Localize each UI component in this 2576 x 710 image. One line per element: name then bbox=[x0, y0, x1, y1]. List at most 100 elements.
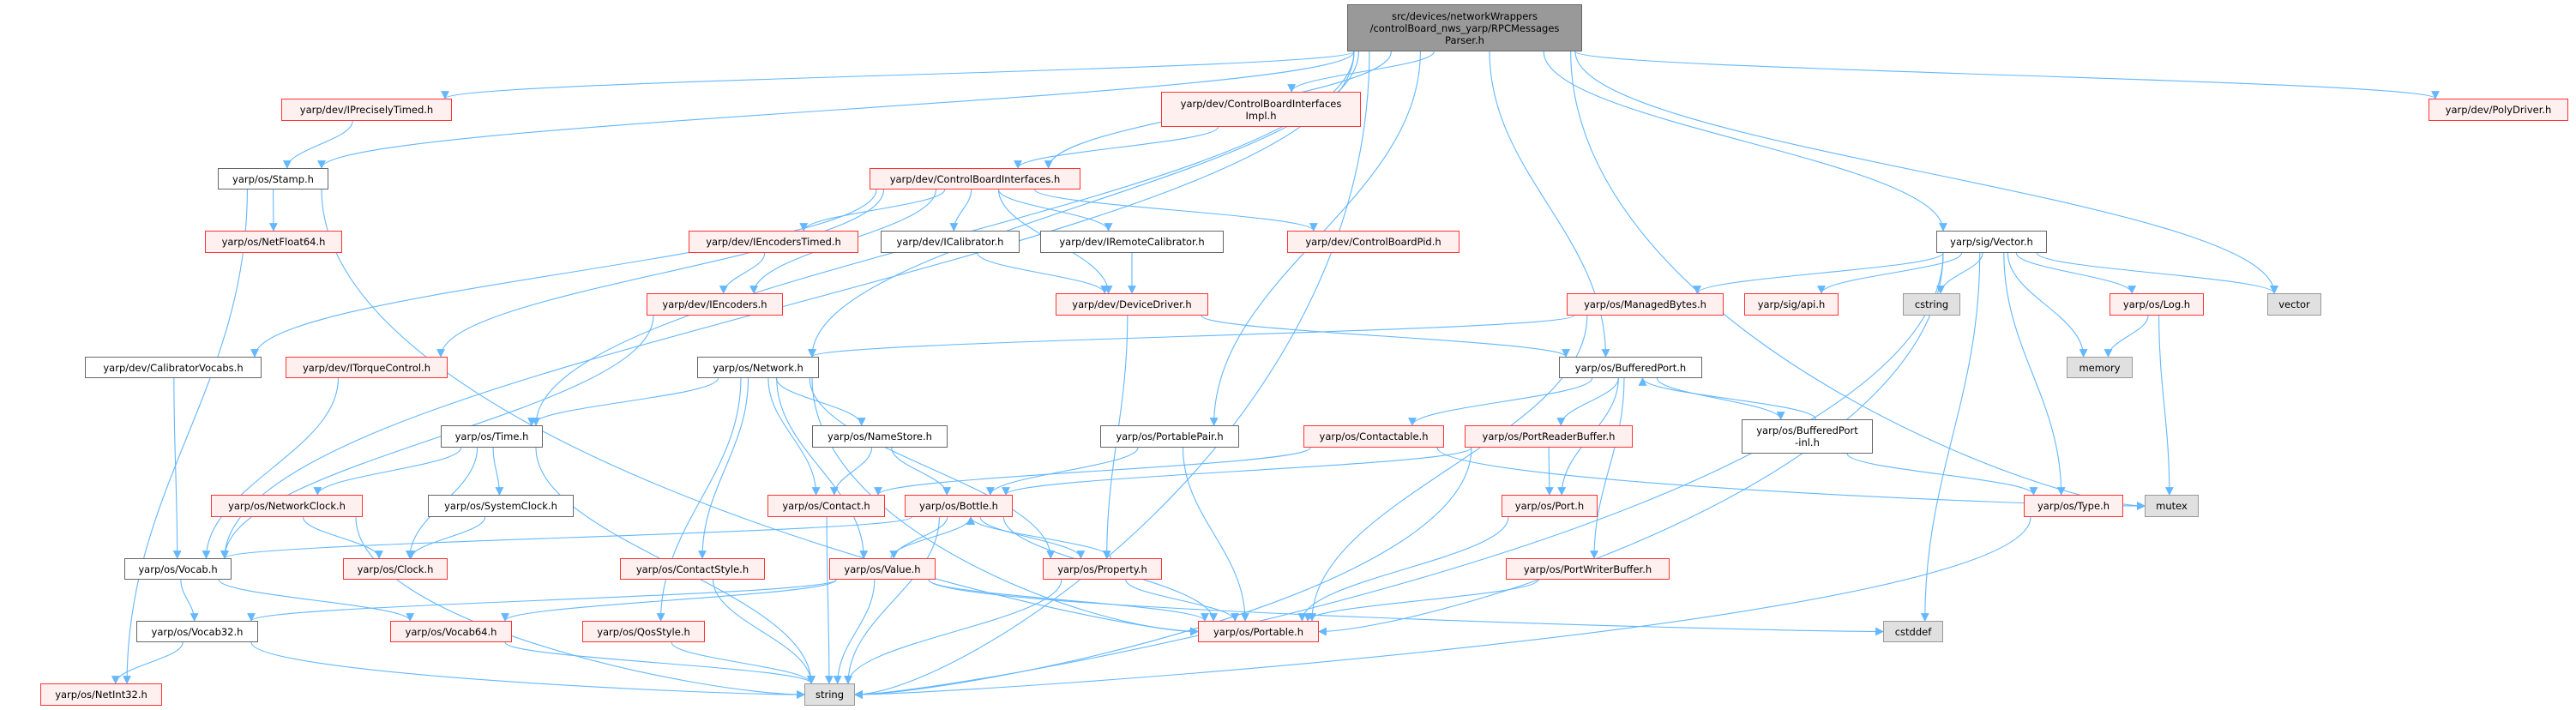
node-system-clock[interactable]: yarp/os/SystemClock.h bbox=[428, 495, 574, 517]
node-label: yarp/os/Property.h bbox=[1057, 563, 1147, 575]
node-vocab64[interactable]: yarp/os/Vocab64.h bbox=[390, 621, 512, 642]
node-stamp[interactable]: yarp/os/Stamp.h bbox=[218, 168, 328, 190]
node-portable[interactable]: yarp/os/Portable.h bbox=[1198, 621, 1319, 642]
node-poly-driver[interactable]: yarp/dev/PolyDriver.h bbox=[2429, 99, 2568, 121]
edge-contact-style-to-string bbox=[712, 579, 816, 684]
node-itorque-control[interactable]: yarp/dev/ITorqueControl.h bbox=[286, 357, 448, 378]
edge-cbi-to-calibrator-vocabs bbox=[250, 189, 877, 358]
edge-iprecisely-timed-to-stamp bbox=[282, 120, 353, 169]
node-mutex[interactable]: mutex bbox=[2145, 495, 2199, 517]
edge-contact-to-string bbox=[824, 516, 834, 684]
edge-vector-to-portable bbox=[1318, 252, 1944, 636]
node-label: cstddef bbox=[1894, 625, 1932, 638]
node-label: yarp/os/Value.h bbox=[844, 563, 921, 575]
edge-vector-to-memory bbox=[2007, 252, 2088, 358]
node-label: yarp/os/ContactStyle.h bbox=[635, 563, 749, 575]
node-vocab32[interactable]: yarp/os/Vocab32.h bbox=[136, 621, 258, 642]
node-bottle[interactable]: yarp/os/Bottle.h bbox=[905, 495, 1013, 517]
edge-network-to-property bbox=[809, 377, 1056, 559]
node-label: yarp/os/BufferedPort -inl.h bbox=[1756, 424, 1858, 448]
edge-main-to-mutex bbox=[1570, 51, 2146, 510]
node-icalibrator[interactable]: yarp/dev/ICalibrator.h bbox=[881, 231, 1020, 253]
node-clock[interactable]: yarp/os/Clock.h bbox=[343, 558, 448, 580]
node-iencoders[interactable]: yarp/dev/IEncoders.h bbox=[647, 293, 783, 316]
edge-main-to-vector bbox=[1574, 51, 2278, 294]
node-memory[interactable]: memory bbox=[2067, 357, 2133, 378]
node-iprecisely-timed[interactable]: yarp/dev/IPreciselyTimed.h bbox=[281, 99, 452, 121]
edge-property-to-portable bbox=[1125, 579, 1240, 622]
node-label: yarp/os/ManagedBytes.h bbox=[1584, 298, 1706, 310]
edge-main-to-cbiimpl bbox=[1287, 51, 1435, 93]
node-label: yarp/os/Vocab.h bbox=[138, 563, 218, 575]
edge-device-driver-to-buffered-port bbox=[1201, 315, 1570, 358]
edge-port-reader-buffer-to-string bbox=[854, 447, 1472, 699]
node-time[interactable]: yarp/os/Time.h bbox=[441, 425, 543, 448]
node-label: yarp/os/Type.h bbox=[2037, 500, 2110, 512]
edge-buffered-port-to-contactable bbox=[1408, 377, 1593, 426]
node-portable-pair[interactable]: yarp/os/PortablePair.h bbox=[1100, 425, 1239, 448]
node-contactable[interactable]: yarp/os/Contactable.h bbox=[1303, 425, 1444, 448]
edge-port-writer-buffer-to-portable bbox=[1303, 579, 1539, 622]
edge-time-to-network-clock bbox=[313, 447, 462, 496]
node-log[interactable]: yarp/os/Log.h bbox=[2110, 293, 2204, 316]
node-contact-style[interactable]: yarp/os/ContactStyle.h bbox=[620, 558, 765, 580]
node-managed-bytes[interactable]: yarp/os/ManagedBytes.h bbox=[1567, 293, 1724, 316]
node-calibrator-vocabs[interactable]: yarp/dev/CalibratorVocabs.h bbox=[85, 357, 262, 378]
node-buffered-port[interactable]: yarp/os/BufferedPort.h bbox=[1559, 357, 1702, 378]
node-iremote-calibrator[interactable]: yarp/dev/IRemoteCalibrator.h bbox=[1040, 231, 1224, 253]
node-vector[interactable]: yarp/sig/Vector.h bbox=[1936, 231, 2047, 253]
node-contact[interactable]: yarp/os/Contact.h bbox=[767, 495, 885, 517]
node-network[interactable]: yarp/os/Network.h bbox=[697, 357, 819, 378]
edge-network-to-value bbox=[776, 377, 869, 559]
edge-contactable-to-contact bbox=[874, 447, 1311, 496]
node-port-writer-buffer[interactable]: yarp/os/PortWriterBuffer.h bbox=[1506, 558, 1670, 580]
node-main[interactable]: src/devices/networkWrappers /controlBoar… bbox=[1347, 4, 1582, 51]
node-vocab[interactable]: yarp/os/Vocab.h bbox=[124, 558, 232, 580]
edge-main-to-stamp bbox=[317, 51, 1355, 169]
edge-vocab-to-vocab32 bbox=[180, 579, 199, 622]
node-control-board-pid[interactable]: yarp/dev/ControlBoardPid.h bbox=[1287, 231, 1460, 253]
node-sigapi[interactable]: yarp/sig/api.h bbox=[1744, 293, 1839, 316]
edge-log-to-mutex bbox=[2158, 315, 2174, 496]
node-cbiimpl[interactable]: yarp/dev/ControlBoardInterfaces Impl.h bbox=[1161, 92, 1361, 127]
node-vector[interactable]: vector bbox=[2267, 293, 2321, 316]
node-device-driver[interactable]: yarp/dev/DeviceDriver.h bbox=[1056, 293, 1208, 316]
node-port[interactable]: yarp/os/Port.h bbox=[1502, 495, 1598, 517]
node-string[interactable]: string bbox=[804, 683, 855, 706]
edge-port-reader-buffer-to-bottle bbox=[1002, 447, 1472, 496]
node-buffered-port-inl[interactable]: yarp/os/BufferedPort -inl.h bbox=[1742, 419, 1873, 454]
node-label: yarp/os/NameStore.h bbox=[828, 430, 932, 442]
node-cbi[interactable]: yarp/dev/ControlBoardInterfaces.h bbox=[870, 168, 1080, 190]
node-qos-style[interactable]: yarp/os/QosStyle.h bbox=[582, 621, 705, 642]
edge-value-to-cstddef bbox=[928, 579, 1884, 636]
node-label: yarp/os/Portable.h bbox=[1213, 625, 1304, 638]
edge-stamp-to-net-int32 bbox=[123, 189, 248, 684]
node-label: yarp/dev/DeviceDriver.h bbox=[1072, 298, 1192, 310]
node-label: string bbox=[815, 689, 844, 701]
edge-property-to-bottle bbox=[966, 516, 1112, 559]
edge-bottle-to-property bbox=[979, 516, 1086, 559]
node-port-reader-buffer[interactable]: yarp/os/PortReaderBuffer.h bbox=[1465, 425, 1633, 448]
node-name-store[interactable]: yarp/os/NameStore.h bbox=[812, 425, 948, 448]
node-label: yarp/os/Network.h bbox=[713, 361, 803, 374]
node-property[interactable]: yarp/os/Property.h bbox=[1043, 558, 1162, 580]
edge-cbi-to-icalibrator bbox=[949, 189, 972, 232]
node-cstring[interactable]: cstring bbox=[1903, 293, 1960, 316]
edge-vector-to-type bbox=[2003, 252, 2066, 496]
node-net-float64[interactable]: yarp/os/NetFloat64.h bbox=[205, 231, 342, 253]
node-label: yarp/dev/IPreciselyTimed.h bbox=[299, 104, 434, 116]
node-label: yarp/os/Vocab64.h bbox=[405, 625, 497, 638]
node-value[interactable]: yarp/os/Value.h bbox=[829, 558, 936, 580]
edge-vector-to-string bbox=[854, 252, 1944, 699]
edge-icalibrator-to-device-driver bbox=[977, 252, 1110, 294]
edge-main-to-poly-driver bbox=[1574, 51, 2440, 99]
node-network-clock[interactable]: yarp/os/NetworkClock.h bbox=[211, 495, 363, 517]
edge-cbi-to-iremote-calibrator bbox=[997, 189, 1113, 232]
node-label: yarp/os/BufferedPort.h bbox=[1574, 361, 1687, 374]
edge-type-to-string bbox=[854, 516, 2031, 699]
node-type[interactable]: yarp/os/Type.h bbox=[2024, 495, 2123, 517]
node-iencoders-timed[interactable]: yarp/dev/IEncodersTimed.h bbox=[689, 231, 858, 253]
node-cstddef[interactable]: cstddef bbox=[1883, 621, 1943, 642]
node-net-int32[interactable]: yarp/os/NetInt32.h bbox=[40, 683, 162, 706]
